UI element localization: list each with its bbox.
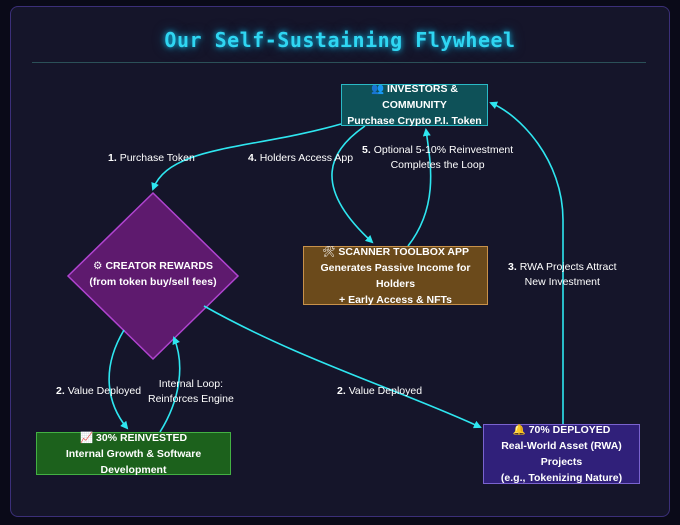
- gear-icon: ⚙: [93, 260, 103, 272]
- label-text: RWA Projects Attract: [519, 261, 617, 273]
- label-text: Holders Access App: [259, 152, 354, 164]
- edge-purchase-token: [151, 123, 342, 191]
- label-text-2: Reinforces Engine: [148, 393, 234, 405]
- step-number: 3.: [508, 261, 517, 273]
- node-subtitle: Internal Growth & Software Development: [65, 447, 202, 476]
- label-text: Value Deployed: [67, 385, 142, 397]
- step-number: 5.: [362, 144, 371, 156]
- creator-rewards-node: ⚙CREATOR REWARDS (from token buy/sell fe…: [83, 258, 223, 290]
- label-internal-loop: Internal Loop: Reinforces Engine: [148, 377, 234, 407]
- label-rwa-attract: 3. RWA Projects Attract New Investment: [508, 260, 617, 290]
- label-text: Optional 5-10% Reinvestment: [373, 144, 514, 156]
- edge-internal-loop: [159, 336, 181, 433]
- label-holders-access-app: 4. Holders Access App: [248, 151, 353, 166]
- bell-icon: 🔔: [512, 424, 526, 436]
- label-text-2: New Investment: [524, 276, 600, 288]
- node-title: CREATOR REWARDS: [105, 260, 213, 272]
- node-subtitle-2: + Early Access & NFTs: [339, 293, 452, 306]
- label-text: Internal Loop:: [158, 378, 224, 390]
- edge-value-deployed-left: [108, 329, 129, 430]
- people-icon: 👥: [370, 83, 385, 95]
- step-number: 1.: [108, 152, 117, 164]
- edge-value-deployed-right: [203, 305, 482, 429]
- node-title: 30% REINVESTED: [96, 431, 188, 444]
- edge-rwa-attract: [489, 101, 564, 424]
- label-text: Value Deployed: [348, 385, 423, 397]
- investors-community-node: 👥INVESTORS & COMMUNITY Purchase Crypto P…: [341, 83, 488, 127]
- label-value-deployed-left: 2. Value Deployed: [56, 384, 141, 399]
- step-number: 4.: [248, 152, 257, 164]
- creator-rewards-diamond: [66, 191, 240, 361]
- label-value-deployed-right: 2. Value Deployed: [337, 384, 422, 399]
- label-text-2: Completes the Loop: [390, 159, 485, 171]
- step-number: 2.: [56, 385, 65, 397]
- node-title: SCANNER TOOLBOX APP: [338, 245, 470, 258]
- chart-icon: 📈: [79, 431, 94, 444]
- node-subtitle: Purchase Crypto P.I. Token: [347, 115, 482, 127]
- scanner-toolbox-node: 🛠SCANNER TOOLBOX APP Generates Passive I…: [303, 245, 488, 306]
- reinvested-node: 📈30% REINVESTED Internal Growth & Softwa…: [36, 431, 231, 476]
- step-number: 2.: [337, 385, 346, 397]
- label-purchase-token: 1. Purchase Token: [108, 151, 195, 166]
- node-subtitle: Real-World Asset (RWA) Projects: [501, 440, 622, 468]
- node-subtitle-2: (e.g., Tokenizing Nature): [500, 472, 623, 484]
- label-text: Purchase Token: [119, 152, 195, 164]
- page-title: Our Self-Sustaining Flywheel: [164, 28, 516, 52]
- title-divider: [32, 62, 646, 63]
- label-optional-reinvestment: 5. Optional 5-10% Reinvestment Completes…: [362, 143, 513, 173]
- tools-icon: 🛠: [321, 245, 336, 258]
- node-subtitle: Generates Passive Income for Holders: [320, 261, 471, 290]
- node-subtitle: (from token buy/sell fees): [89, 276, 217, 288]
- edge-optional-reinvestment: [407, 128, 432, 247]
- node-title: INVESTORS & COMMUNITY: [382, 83, 459, 111]
- deployed-node: 🔔70% DEPLOYED Real-World Asset (RWA) Pro…: [483, 424, 640, 484]
- node-title: 70% DEPLOYED: [528, 424, 611, 436]
- edge-holders-access-app: [331, 125, 374, 244]
